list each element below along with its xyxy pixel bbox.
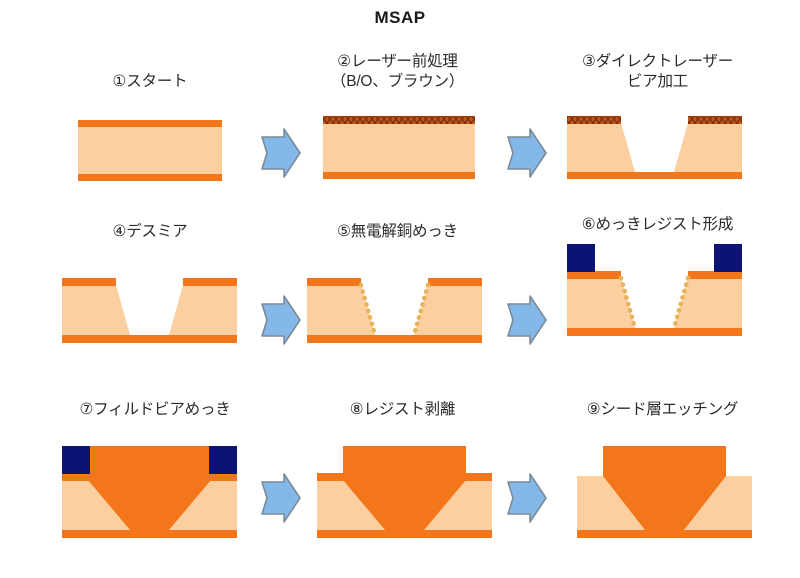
copper-top-layer-left xyxy=(62,473,116,481)
process-step-3: ③ダイレクトレーザー ビア加工 xyxy=(545,52,770,197)
step-4-diagram xyxy=(40,267,260,357)
plating-resist-right xyxy=(209,446,237,474)
step-4-label: ④デスミア xyxy=(112,223,188,240)
step-7-label: ⑦フィルドビアめっき xyxy=(79,401,231,418)
step-3-diagram xyxy=(545,107,770,192)
browning-hatched-layer-left xyxy=(567,116,621,124)
copper-top-layer-right xyxy=(428,278,482,286)
step-8-diagram xyxy=(295,438,510,553)
arrow-step2-to-step3 xyxy=(504,125,550,181)
substrate-left-wall xyxy=(567,278,635,328)
browning-hatched-layer xyxy=(323,116,475,124)
plating-resist-right xyxy=(714,244,742,272)
copper-top-layer-right xyxy=(183,278,237,286)
seed-layer-right-dotted xyxy=(671,275,691,331)
copper-top-layer-left xyxy=(307,278,361,286)
copper-top-layer-right xyxy=(688,271,742,279)
arrow-step1-to-step2 xyxy=(258,125,304,181)
copper-bottom-layer xyxy=(567,328,742,336)
substrate-left-wall xyxy=(62,285,130,335)
arrow-step5-to-step6 xyxy=(504,292,550,348)
arrow-step7-to-step8 xyxy=(258,470,304,526)
step-5-diagram xyxy=(285,267,510,357)
substrate-core xyxy=(323,123,475,176)
step-9-diagram xyxy=(555,438,770,553)
copper-top-layer-right xyxy=(438,473,492,481)
process-step-8: ⑧レジスト剥離 xyxy=(295,400,510,560)
filled-via-copper xyxy=(603,446,726,530)
arrow-step4-to-step5 xyxy=(258,292,304,348)
copper-bottom-layer xyxy=(577,530,752,538)
process-step-2: ②レーザー前処理 （B/O、ブラウン） xyxy=(285,52,510,197)
copper-top-layer-left xyxy=(62,278,116,286)
seed-layer-left-dotted xyxy=(358,282,378,338)
process-step-1: ①スタート xyxy=(40,72,260,192)
copper-bottom-layer xyxy=(78,174,222,181)
step-1-label: ①スタート xyxy=(112,73,188,90)
copper-top-layer-right xyxy=(183,473,237,481)
page-title: MSAP xyxy=(374,8,426,27)
filled-via-copper xyxy=(343,446,466,530)
step-1-diagram xyxy=(40,112,260,192)
copper-top-layer-left xyxy=(567,271,621,279)
substrate-right-wall xyxy=(674,123,742,172)
copper-bottom-layer xyxy=(307,335,482,343)
process-step-6: ⑥めっきレジスト形成 xyxy=(545,215,770,367)
plating-resist-left xyxy=(62,446,90,474)
filled-via-copper xyxy=(88,446,211,530)
copper-bottom-layer xyxy=(323,172,475,179)
step-6-diagram xyxy=(545,240,770,350)
browning-hatched-layer-right xyxy=(688,116,742,124)
substrate-right-wall xyxy=(169,285,237,335)
step-2-diagram xyxy=(285,107,510,192)
plating-resist-left xyxy=(567,244,595,272)
copper-top-layer-left xyxy=(317,473,371,481)
process-step-9: ⑨シード層エッチング xyxy=(555,400,770,560)
substrate-left-wall xyxy=(307,285,375,335)
step-9-label: ⑨シード層エッチング xyxy=(586,401,739,418)
process-step-7: ⑦フィルドビアめっき xyxy=(40,400,270,560)
substrate-right-wall xyxy=(674,278,742,328)
seed-layer-left-dotted xyxy=(618,275,638,331)
process-step-5: ⑤無電解銅めっき xyxy=(285,222,510,367)
step-7-diagram xyxy=(40,438,270,553)
substrate-right-wall xyxy=(414,285,482,335)
process-step-4: ④デスミア xyxy=(40,222,260,367)
step-3-label: ③ダイレクトレーザー ビア加工 xyxy=(581,53,734,90)
step-6-label: ⑥めっきレジスト形成 xyxy=(581,216,734,233)
copper-bottom-layer xyxy=(62,530,237,538)
seed-layer-right-dotted xyxy=(411,282,431,338)
copper-top-layer xyxy=(78,120,222,127)
copper-bottom-layer xyxy=(62,335,237,343)
copper-bottom-layer xyxy=(567,172,742,179)
step-2-label: ②レーザー前処理 （B/O、ブラウン） xyxy=(330,53,465,90)
substrate-left-wall xyxy=(567,123,635,172)
copper-bottom-layer xyxy=(317,530,492,538)
substrate-core xyxy=(78,124,222,178)
step-5-label: ⑤無電解銅めっき xyxy=(337,223,458,240)
step-8-label: ⑧レジスト剥離 xyxy=(349,401,456,418)
arrow-step8-to-step9 xyxy=(504,470,550,526)
